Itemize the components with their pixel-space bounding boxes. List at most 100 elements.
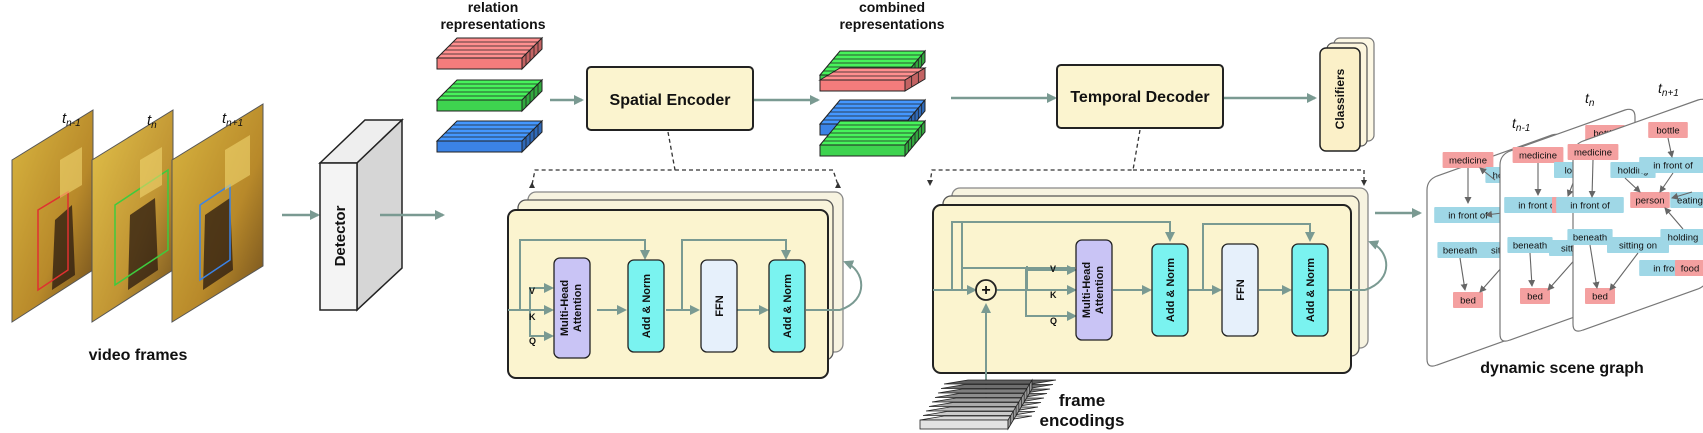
relation-green-slab bbox=[435, 78, 544, 113]
svg-text:eating: eating bbox=[1677, 196, 1703, 207]
frame-encodings-slab bbox=[919, 378, 1057, 431]
relation-red-slab bbox=[435, 36, 544, 71]
svg-text:medicine: medicine bbox=[1449, 156, 1487, 167]
combined-representations: combined representations bbox=[818, 0, 945, 158]
spatial-addnorm-2-label: Add & Norm bbox=[782, 274, 794, 338]
dynamic-scene-graph: tn-1medicineholdingin front ofperbeneath… bbox=[1426, 80, 1703, 377]
relation-label-line2: representations bbox=[440, 16, 545, 32]
relation-node: in front of bbox=[1556, 197, 1624, 213]
graph-time-label-2: tn bbox=[1585, 90, 1595, 109]
object-node: food bbox=[1675, 260, 1703, 276]
temporal-q-label: Q bbox=[1050, 316, 1057, 326]
video-frames: tn-1 tn tn+1 video frames bbox=[11, 103, 264, 364]
relation-node: beneath bbox=[1437, 242, 1483, 258]
svg-text:beneath: beneath bbox=[1443, 246, 1477, 257]
detector-label: Detector bbox=[332, 205, 349, 266]
classifiers-label: Classifiers bbox=[1333, 68, 1347, 129]
temporal-mha-label: Multi-HeadAttention bbox=[1081, 262, 1106, 318]
scene-graph-caption: dynamic scene graph bbox=[1480, 360, 1644, 377]
spatial-encoder-detail: V K Q Multi-HeadAttention Add & Norm FFN… bbox=[507, 191, 863, 379]
spatial-addnorm-2 bbox=[768, 259, 806, 353]
spatial-addnorm-1-label: Add & Norm bbox=[641, 274, 653, 338]
graph-time-label-1: tn-1 bbox=[1512, 115, 1530, 134]
relation-node: in front of bbox=[1434, 207, 1502, 223]
temporal-expand-lines bbox=[929, 129, 1365, 184]
video-frame-tn1 bbox=[171, 103, 264, 323]
relation-node: eating bbox=[1670, 192, 1703, 208]
frame-time-label-1: tn-1 bbox=[62, 110, 81, 129]
svg-text:in front of: in front of bbox=[1570, 201, 1610, 212]
svg-text:medicine: medicine bbox=[1574, 148, 1612, 159]
spatial-mha-box bbox=[553, 257, 591, 359]
detector-block: Detector bbox=[318, 118, 404, 312]
temporal-k-label: K bbox=[1050, 290, 1057, 300]
temporal-decoder-detail: + V K Q Multi-HeadAttention Add & Norm F… bbox=[932, 187, 1388, 400]
classifiers-stack: Classifiers bbox=[1319, 37, 1375, 152]
temporal-decoder-title-box: Temporal Decoder bbox=[1056, 64, 1224, 129]
relation-node: holding bbox=[1660, 229, 1703, 245]
temporal-expand-arrowheads bbox=[927, 180, 1367, 186]
video-frame-tn-1 bbox=[11, 109, 94, 323]
temporal-v-label: V bbox=[1050, 264, 1056, 274]
svg-text:bed: bed bbox=[1527, 292, 1543, 303]
svg-text:beneath: beneath bbox=[1513, 241, 1547, 252]
svg-text:in front of: in front of bbox=[1448, 211, 1488, 222]
add-operator-icon bbox=[975, 279, 997, 301]
temporal-ffn-box bbox=[1221, 243, 1259, 337]
spatial-mha-label: Multi-HeadAttention bbox=[559, 280, 584, 336]
spatial-encoder-title: Spatial Encoder bbox=[610, 92, 731, 109]
combined-label-line1: combined bbox=[859, 0, 925, 15]
temporal-ffn-label: FFN bbox=[1235, 279, 1247, 300]
svg-text:medicine: medicine bbox=[1519, 151, 1557, 162]
object-node: medicine bbox=[1567, 144, 1619, 160]
temporal-addnorm-2 bbox=[1291, 243, 1329, 337]
object-node: person bbox=[1630, 192, 1670, 208]
frame-encodings-line2: encodings bbox=[1039, 411, 1124, 430]
svg-text:bottle: bottle bbox=[1656, 126, 1679, 137]
temporal-addnorm-2-label: Add & Norm bbox=[1305, 258, 1317, 322]
object-node: medicine bbox=[1512, 147, 1564, 163]
object-node: bed bbox=[1453, 292, 1483, 308]
relation-node: in front of bbox=[1639, 157, 1703, 173]
relation-representations: relation representations bbox=[435, 0, 546, 154]
svg-text:bed: bed bbox=[1592, 292, 1608, 303]
temporal-addnorm-1-label: Add & Norm bbox=[1165, 258, 1177, 322]
spatial-encoder-title-box: Spatial Encoder bbox=[586, 66, 754, 131]
video-frame-tn bbox=[91, 109, 174, 323]
relation-node: beneath bbox=[1567, 229, 1613, 245]
combined-green-slab-bottom bbox=[818, 119, 927, 158]
svg-text:beneath: beneath bbox=[1573, 233, 1607, 244]
relation-label-line1: relation bbox=[468, 0, 519, 15]
svg-text:holding: holding bbox=[1668, 233, 1699, 244]
svg-text:holding: holding bbox=[1618, 166, 1649, 177]
relation-node: beneath bbox=[1507, 237, 1553, 253]
object-node: bottle bbox=[1648, 122, 1688, 138]
frame-time-label-2: tn bbox=[147, 112, 157, 131]
add-operator-symbol: + bbox=[981, 282, 990, 299]
spatial-v-label: V bbox=[529, 286, 535, 296]
svg-text:in front of: in front of bbox=[1653, 264, 1693, 275]
relation-blue-slab bbox=[435, 119, 544, 154]
video-frames-caption: video frames bbox=[89, 347, 188, 364]
object-node: bed bbox=[1520, 288, 1550, 304]
combined-red-slab bbox=[818, 67, 927, 92]
svg-text:bed: bed bbox=[1460, 296, 1476, 307]
spatial-expand-arrowheads bbox=[529, 182, 841, 188]
spatial-q-label: Q bbox=[529, 336, 536, 346]
object-node: medicine bbox=[1442, 152, 1494, 168]
spatial-ffn-box bbox=[700, 259, 738, 353]
frame-encodings: frame encodings bbox=[919, 378, 1125, 431]
svg-text:food: food bbox=[1681, 264, 1700, 275]
relation-node: sitting on bbox=[1607, 237, 1669, 253]
object-node: bed bbox=[1585, 288, 1615, 304]
svg-text:in front of: in front of bbox=[1518, 201, 1558, 212]
svg-text:in front of: in front of bbox=[1653, 161, 1693, 172]
temporal-addnorm-1 bbox=[1151, 243, 1189, 337]
svg-text:sitting on: sitting on bbox=[1619, 241, 1657, 252]
spatial-k-label: K bbox=[529, 312, 536, 322]
spatial-ffn-label: FFN bbox=[714, 295, 726, 316]
combined-label-line2: representations bbox=[839, 16, 944, 32]
frame-encodings-line1: frame bbox=[1059, 391, 1105, 410]
